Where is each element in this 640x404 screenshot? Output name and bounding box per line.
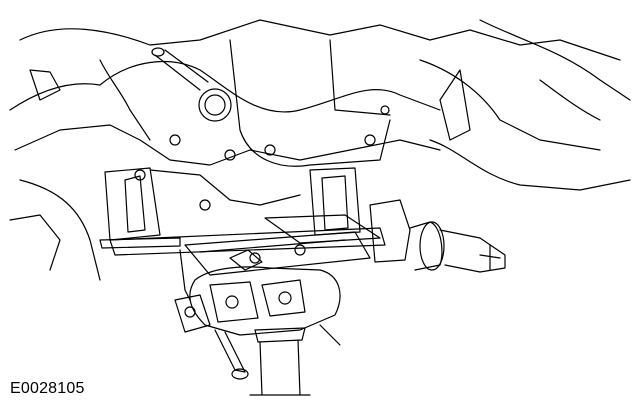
output-shaft [370, 200, 505, 272]
upper-rod [152, 48, 208, 90]
transmission-housing [10, 20, 630, 280]
support-bar [100, 238, 190, 300]
jack-legs [215, 325, 340, 379]
jack-bracket [105, 168, 385, 255]
jack-column [250, 328, 310, 395]
jack-head [175, 267, 340, 335]
jack-saddle [185, 232, 370, 275]
figure-id-label: E0028105 [10, 380, 85, 397]
housing-bolts [135, 89, 389, 210]
